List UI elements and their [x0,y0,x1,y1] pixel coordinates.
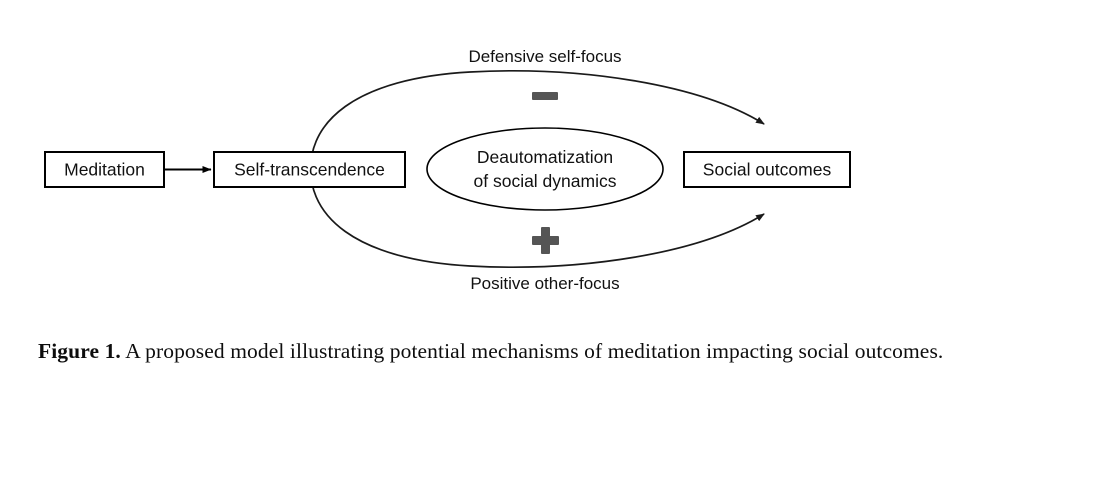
figure-caption-label: Figure 1. [38,339,121,363]
minus-icon [532,92,558,100]
node-meditation[interactable]: Meditation [44,151,165,188]
node-social-outcomes[interactable]: Social outcomes [683,151,851,188]
plus-icon [532,227,559,254]
self-transcendence-label: Self-transcendence [234,160,385,180]
deautomatization-ellipse [426,127,664,211]
node-self-transcendence[interactable]: Self-transcendence [213,151,406,188]
meditation-box [44,151,165,188]
upper-arc-label: Defensive self-focus [468,47,621,66]
node-deautomatization[interactable]: Deautomatization of social dynamics [426,127,664,211]
figure-caption: Figure 1. A proposed model illustrating … [38,322,1098,380]
lower-arc-path [309,151,765,268]
figure-caption-text: A proposed model illustrating potential … [120,339,944,363]
model-diagram: Meditation Self-transcendence Deautomati… [44,47,851,293]
deautomatization-label-line1: Deautomatization [477,147,613,167]
self-transcendence-box [213,151,406,188]
deautomatization-label-line2: of social dynamics [474,171,617,191]
social-outcomes-box [683,151,851,188]
lower-arc-label: Positive other-focus [470,274,619,293]
upper-arc-path [309,70,765,187]
social-outcomes-label: Social outcomes [703,160,832,180]
meditation-label: Meditation [64,160,145,180]
